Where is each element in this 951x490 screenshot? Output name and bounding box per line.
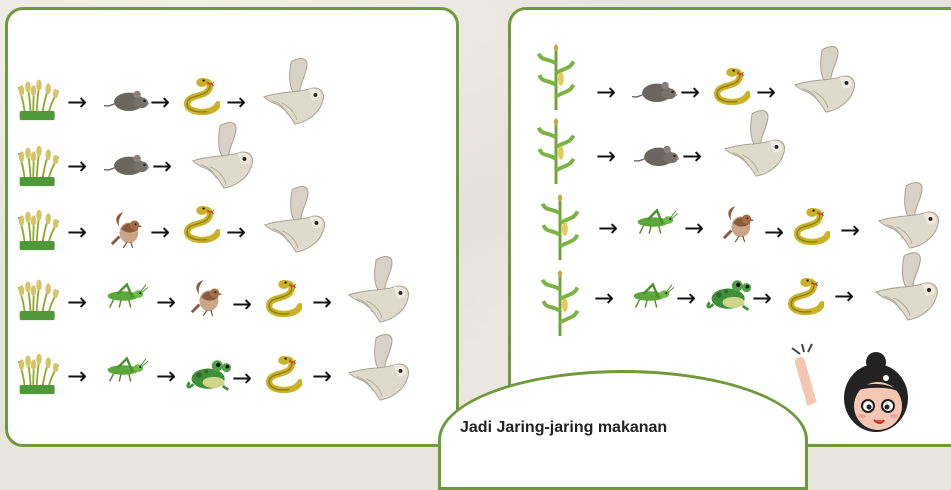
corn-plant-icon xyxy=(536,44,576,112)
arrow-icon: → xyxy=(598,216,618,240)
arrow-icon: → xyxy=(596,80,616,104)
owl-icon xyxy=(876,178,946,252)
frog-icon xyxy=(706,278,752,312)
arrow-icon: → xyxy=(756,80,776,104)
mouse-icon xyxy=(632,78,678,104)
speech-bubble-text: Jadi Jaring-jaring makanan xyxy=(460,419,667,437)
owl-icon xyxy=(872,248,946,324)
owl-icon xyxy=(722,106,792,180)
arrow-icon: → xyxy=(684,216,704,240)
corn-plant-icon xyxy=(540,270,580,338)
mouse-icon xyxy=(634,142,680,168)
arrow-icon: → xyxy=(596,144,616,168)
girl-character-illustration xyxy=(790,342,950,434)
snake-icon xyxy=(784,274,824,318)
grasshopper-icon xyxy=(626,282,674,310)
owl-icon xyxy=(792,42,862,116)
arrow-icon: → xyxy=(680,80,700,104)
arrow-icon: → xyxy=(764,220,784,244)
snake-icon xyxy=(710,64,750,108)
corn-plant-icon xyxy=(536,118,576,186)
sparrow-icon xyxy=(722,202,756,244)
arrow-icon: → xyxy=(676,286,696,310)
arrow-icon: → xyxy=(840,218,860,242)
arrow-icon: → xyxy=(834,284,854,308)
corn-plant-icon xyxy=(540,194,580,262)
arrow-icon: → xyxy=(682,144,702,168)
arrow-icon: → xyxy=(752,286,772,310)
arrow-icon: → xyxy=(594,286,614,310)
snake-icon xyxy=(790,204,830,248)
grasshopper-icon xyxy=(630,208,678,236)
